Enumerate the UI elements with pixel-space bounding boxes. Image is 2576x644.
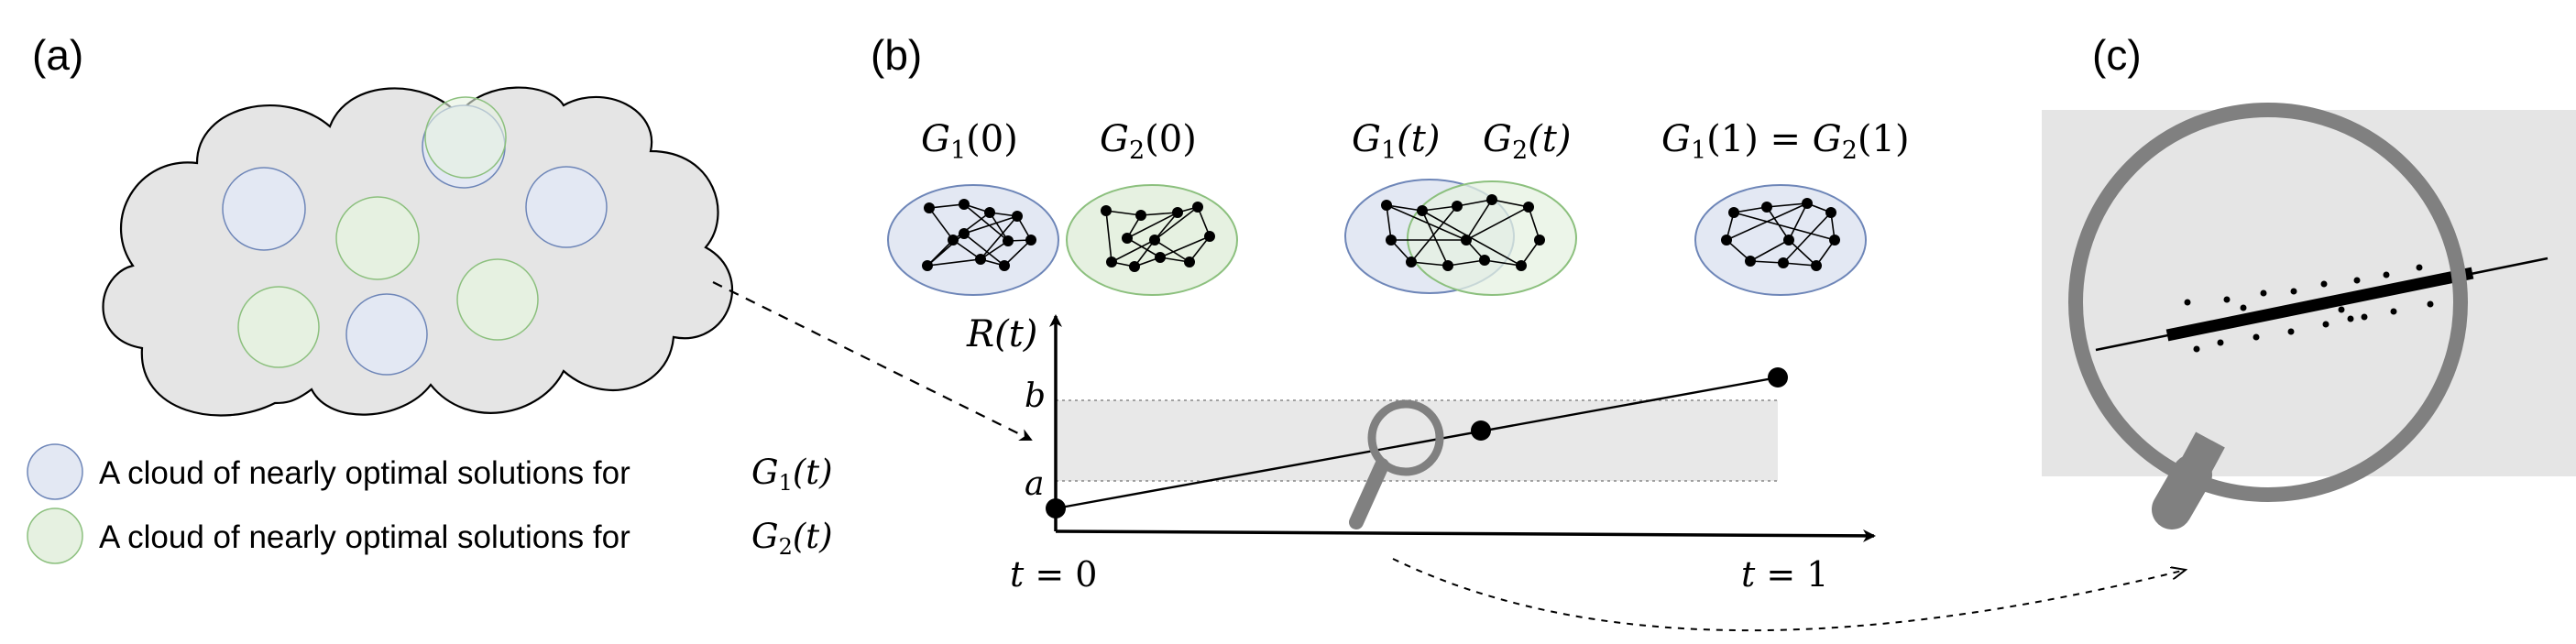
label-g1-t: G1(t) bbox=[1352, 118, 1440, 165]
trend-band bbox=[2165, 267, 2474, 342]
magnifier-icon bbox=[1349, 399, 1444, 529]
dashed-arrow-b-to-c bbox=[1392, 558, 2186, 632]
tick-a: a bbox=[1025, 465, 1044, 503]
legend-g2-swatch bbox=[27, 508, 83, 564]
g2-solution-circle bbox=[424, 96, 507, 179]
legend: A cloud of nearly optimal solutions for … bbox=[27, 443, 833, 564]
x-end-label: t = 1 bbox=[1741, 554, 1828, 595]
g1-solution-circle bbox=[345, 293, 428, 376]
zoom-panel bbox=[2042, 103, 2576, 529]
graph-g1-g2-t bbox=[1344, 179, 1577, 296]
r-plot: R(t) b a t = 0 t = 1 bbox=[966, 313, 1876, 595]
magnifier-large-icon bbox=[2068, 103, 2468, 529]
x-start-label: t = 0 bbox=[1010, 554, 1097, 595]
panel-b-label: (b) bbox=[871, 31, 922, 79]
y-axis-label: R(t) bbox=[966, 313, 1037, 355]
legend-g1-swatch bbox=[27, 443, 83, 500]
point-end bbox=[1768, 367, 1788, 387]
point-start bbox=[1046, 498, 1066, 518]
graph-g-1 bbox=[1694, 184, 1867, 296]
r-curve bbox=[1055, 376, 1779, 510]
g2-solution-circle bbox=[237, 286, 320, 368]
x-axis bbox=[1055, 529, 1876, 542]
legend-g2-text: A cloud of nearly optimal solutions for bbox=[99, 519, 630, 555]
label-g2-t: G2(t) bbox=[1483, 118, 1571, 165]
label-g-1: G1(1) = G2(1) bbox=[1661, 118, 1910, 165]
graph-g2-0 bbox=[1066, 184, 1238, 296]
legend-g1-text: A cloud of nearly optimal solutions for bbox=[99, 455, 630, 491]
g2-solution-circle bbox=[456, 258, 539, 341]
panel-c-label: (c) bbox=[2092, 31, 2142, 79]
point-mid bbox=[1471, 420, 1491, 441]
label-g2-0: G2(0) bbox=[1100, 118, 1197, 165]
g2-solution-circle bbox=[335, 196, 420, 280]
legend-g2-graph: G2(t) bbox=[751, 517, 833, 560]
g1-solution-circle bbox=[525, 166, 608, 248]
label-g1-0: G1(0) bbox=[921, 118, 1018, 165]
dashed-arrow-a-to-b bbox=[712, 281, 1033, 441]
graph-g1-0 bbox=[887, 184, 1059, 296]
solution-cloud bbox=[102, 86, 733, 417]
panel-a-label: (a) bbox=[32, 31, 83, 79]
g1-solution-circle bbox=[222, 167, 306, 251]
tick-b: b bbox=[1025, 377, 1046, 415]
legend-g1-graph: G1(t) bbox=[751, 453, 833, 496]
